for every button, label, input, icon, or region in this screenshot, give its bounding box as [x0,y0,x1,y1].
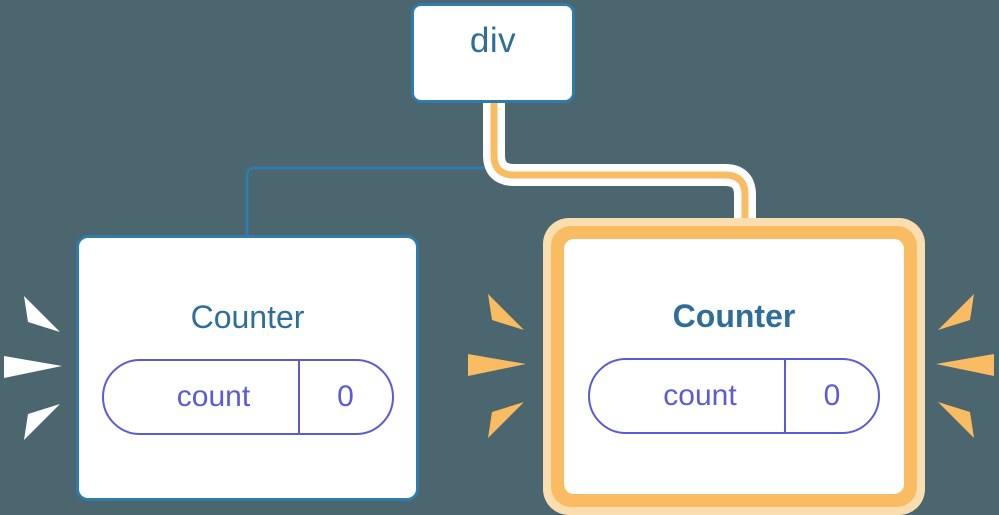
node-counter-left-label: Counter [190,299,305,335]
state-pill-left: count 0 [101,359,394,435]
state-value-right: 0 [784,359,878,432]
node-counter-right-label: Counter [672,297,796,334]
burst-mid-orange-icon [468,294,526,438]
node-counter-right[interactable]: Counter count 0 [564,239,904,494]
node-div[interactable]: div [411,3,575,103]
edge-div-to-counter-left [245,101,492,238]
state-key-left: count [176,380,251,413]
node-counter-left[interactable]: Counter count 0 [76,235,419,501]
burst-left-white-icon [4,296,62,440]
node-counter-right-frame: Counter count 0 [551,226,917,507]
node-div-label: div [469,20,517,60]
state-pill-right: count 0 [588,357,880,434]
state-key-right: count [663,378,737,412]
state-value-left: 0 [297,361,392,433]
burst-right-orange-icon [936,294,994,438]
node-counter-right-glow: Counter count 0 [543,218,925,515]
